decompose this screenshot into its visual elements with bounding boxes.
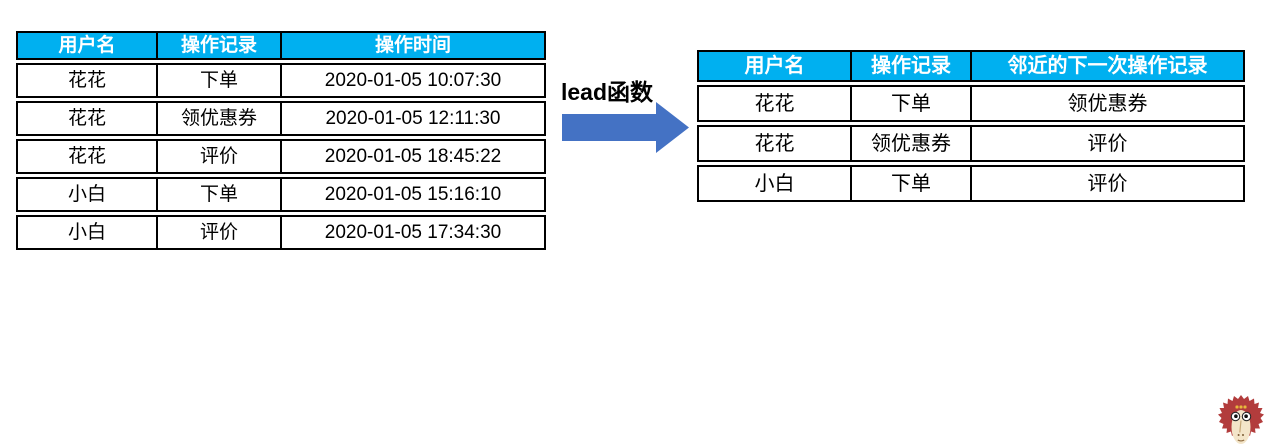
source-table-cell: 2020-01-05 15:16:10: [324, 184, 502, 205]
result-table-header-cell: 操作记录: [852, 52, 972, 80]
monkey-mascot-icon: [1218, 395, 1264, 444]
result-table-row: 小白下单 评价: [697, 165, 1245, 202]
source-table-cell: 花花: [18, 65, 158, 96]
source-table-header-row: 用户名操作记录 操作时间: [16, 31, 546, 60]
result-table-cell: 下单: [852, 167, 972, 200]
source-table-row: 花花下单 2020-01-05 10:07:30: [16, 63, 546, 98]
result-table-cell: 花花: [699, 87, 852, 120]
lead-function-label: lead函数: [561, 79, 654, 105]
result-table-cell: 评价: [1087, 132, 1128, 155]
result-table-cell: 小白: [699, 167, 852, 200]
result-table-cell: 领优惠券: [852, 127, 972, 160]
result-table-header-row: 用户名操作记录 邻近的下一次操作记录: [697, 50, 1245, 82]
result-table-cell: 下单: [852, 87, 972, 120]
source-table-cell: 小白: [18, 217, 158, 248]
result-table-row: 花花下单 领优惠券: [697, 85, 1245, 122]
result-table-header-cell: 邻近的下一次操作记录: [1007, 55, 1208, 77]
source-table-header-cell: 操作记录: [158, 33, 282, 58]
source-table-header-cell: 操作时间: [374, 35, 451, 56]
source-table-cell: 2020-01-05 18:45:22: [324, 146, 502, 167]
source-table-cell: 评价: [158, 141, 282, 172]
source-table-header-cell: 用户名: [18, 33, 158, 58]
source-table-cell: 花花: [18, 103, 158, 134]
source-table-cell: 下单: [158, 179, 282, 210]
right-arrow-icon: [562, 102, 689, 153]
result-table: 用户名操作记录邻近的下一次操作记录花花下单领优惠券花花领优惠券评价小白下单评价: [697, 50, 1245, 202]
source-table-cell: 评价: [158, 217, 282, 248]
source-table-cell: 2020-01-05 17:34:30: [324, 222, 502, 243]
source-table-cell: 小白: [18, 179, 158, 210]
source-table-cell: 2020-01-05 12:11:30: [325, 108, 501, 129]
result-table-cell: 花花: [699, 127, 852, 160]
result-table-row: 花花领优惠券 评价: [697, 125, 1245, 162]
source-table-row: 花花评价 2020-01-05 18:45:22: [16, 139, 546, 174]
source-table-cell: 花花: [18, 141, 158, 172]
source-table-cell: 2020-01-05 10:07:30: [324, 70, 502, 91]
result-table-cell: 评价: [1087, 172, 1128, 195]
source-table-cell: 领优惠券: [158, 103, 282, 134]
source-table-row: 小白评价 2020-01-05 17:34:30: [16, 215, 546, 250]
result-table-cell: 领优惠券: [1067, 92, 1148, 115]
source-table-cell: 下单: [158, 65, 282, 96]
source-table-row: 花花领优惠券 2020-01-05 12:11:30: [16, 101, 546, 136]
source-table-row: 小白下单 2020-01-05 15:16:10: [16, 177, 546, 212]
result-table-header-cell: 用户名: [699, 52, 852, 80]
